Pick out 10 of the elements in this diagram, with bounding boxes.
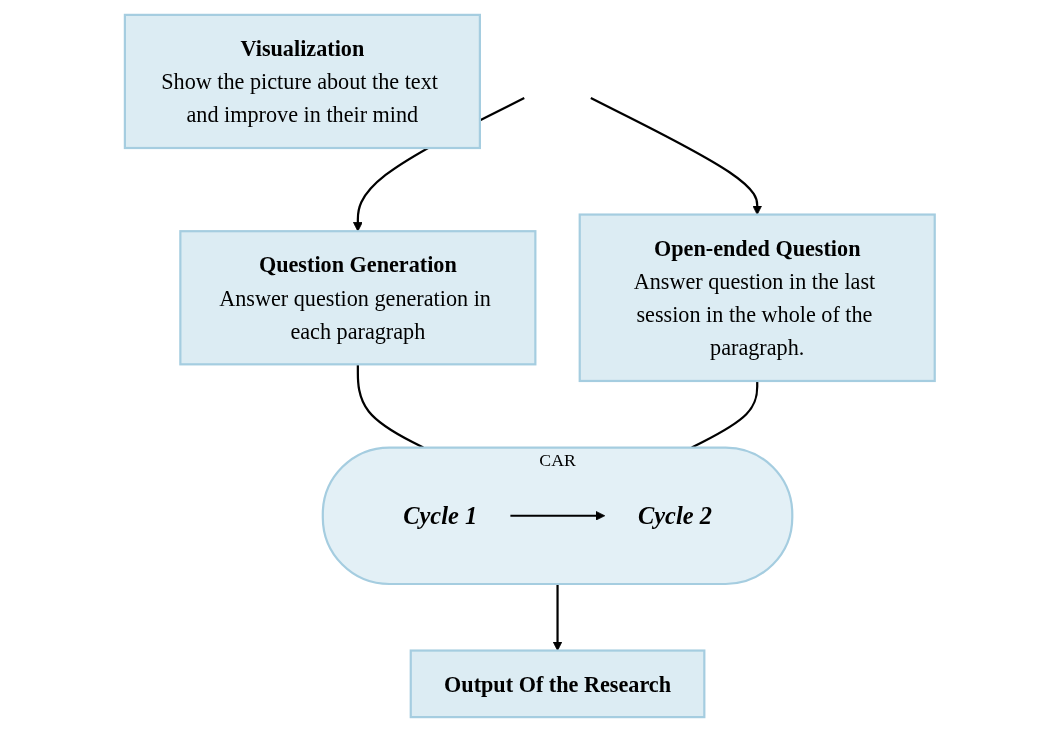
- arrow: [590, 96, 762, 215]
- arrow: [510, 510, 605, 521]
- node-box: Visualization Show the picture about the text and improve in their mind: [123, 13, 481, 149]
- node-box: Open-ended Question Answer question in the last session in the whole of the paragraph.: [578, 212, 936, 382]
- arrow: [552, 583, 563, 651]
- node-box: Question Generation Answer question generation in each paragraph: [178, 229, 537, 365]
- node-text: Cycle 1: [402, 501, 477, 530]
- node-text: Cycle 2: [637, 501, 712, 530]
- connector: [356, 363, 424, 448]
- node-box: Output Of the Research: [409, 648, 706, 718]
